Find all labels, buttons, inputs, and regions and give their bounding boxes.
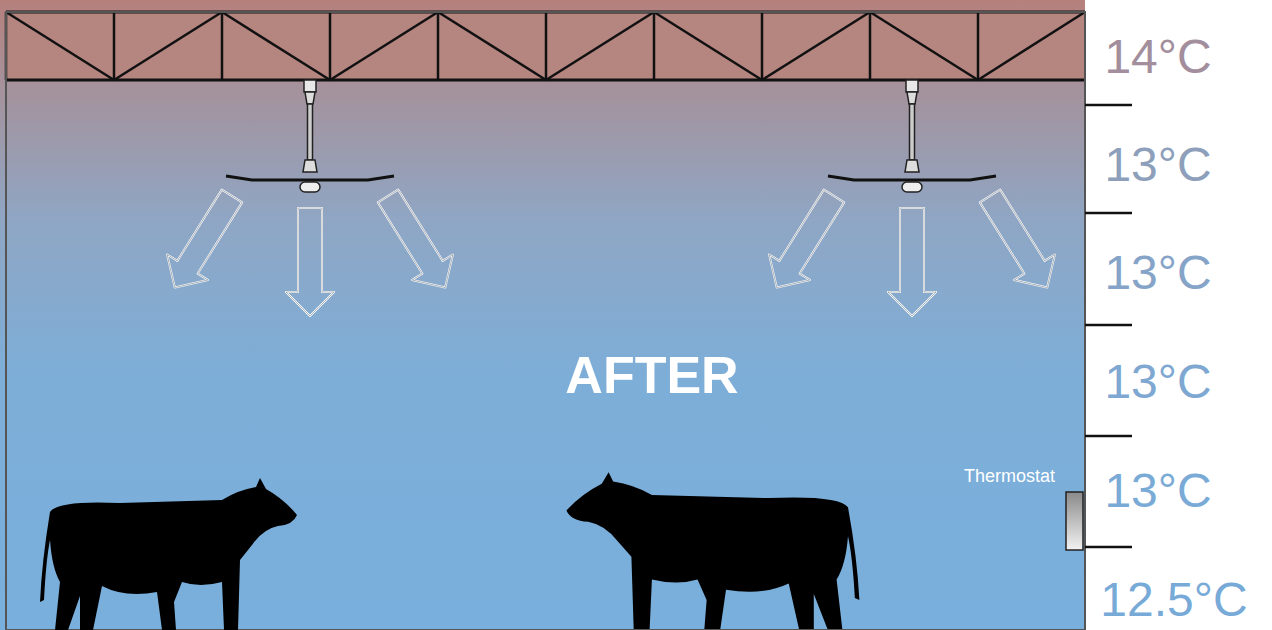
temperature-label: 13°C	[1104, 354, 1211, 409]
temperature-label: 14°C	[1104, 29, 1211, 84]
temperature-label: 13°C	[1104, 245, 1211, 300]
thermostat-box	[1066, 492, 1083, 550]
temperature-label: 12.5°C	[1100, 572, 1247, 627]
thermostat-label: Thermostat	[964, 466, 1055, 487]
title-label: AFTER	[565, 345, 738, 405]
temperature-label: 13°C	[1104, 137, 1211, 192]
temperature-label: 13°C	[1104, 463, 1211, 518]
